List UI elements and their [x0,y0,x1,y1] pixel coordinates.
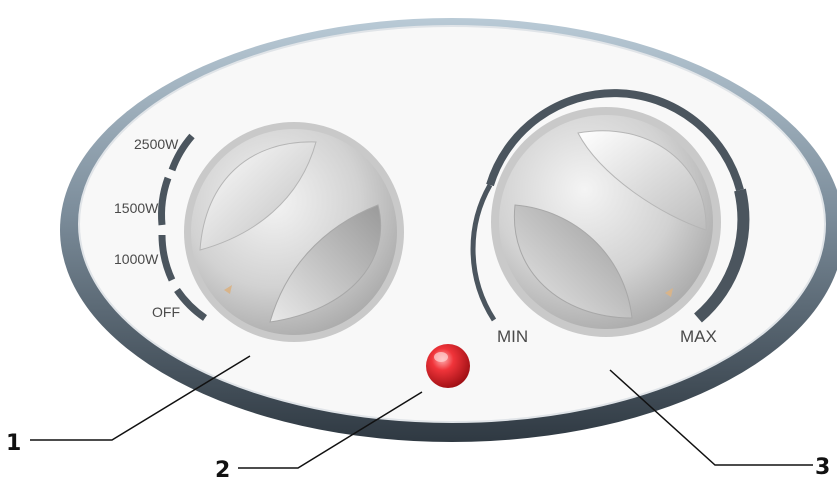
knob-ridge-lower [269,204,382,323]
scale-segment-1500w [158,176,172,226]
callout-number-2: 2 [215,458,230,477]
callout-number-1: 1 [6,431,21,456]
power-selector-knob[interactable] [184,122,404,342]
scale-segment-1000w [158,234,176,282]
power-label-2500w: 2500W [134,136,179,152]
callout-line-1 [30,355,251,441]
scale-segment-off [174,287,208,321]
pointer-arrow-icon [665,288,673,297]
knob-ridge-lower [513,204,633,319]
callout-number-3: 3 [815,455,830,477]
power-label-1000w: 1000W [114,251,159,267]
power-label-1500w: 1500W [114,200,159,216]
callout-leaders [30,355,813,469]
thermostat-label-min: MIN [497,327,528,346]
thermostat-label-max: MAX [680,327,717,346]
scale-segment-2500w [168,133,195,172]
knob-ridge-upper [577,130,707,231]
thermostat-scale [470,89,750,323]
pointer-arrow-icon [224,285,232,294]
indicator-lamp [426,344,470,388]
knob-ridge-upper [199,141,317,251]
callout-line-2 [238,391,423,469]
power-labels: 2500W 1500W 1000W OFF [114,136,180,320]
callout-line-3 [609,369,813,466]
power-scale [158,133,208,321]
thermostat-knob[interactable] [491,107,721,337]
power-label-off: OFF [152,304,180,320]
